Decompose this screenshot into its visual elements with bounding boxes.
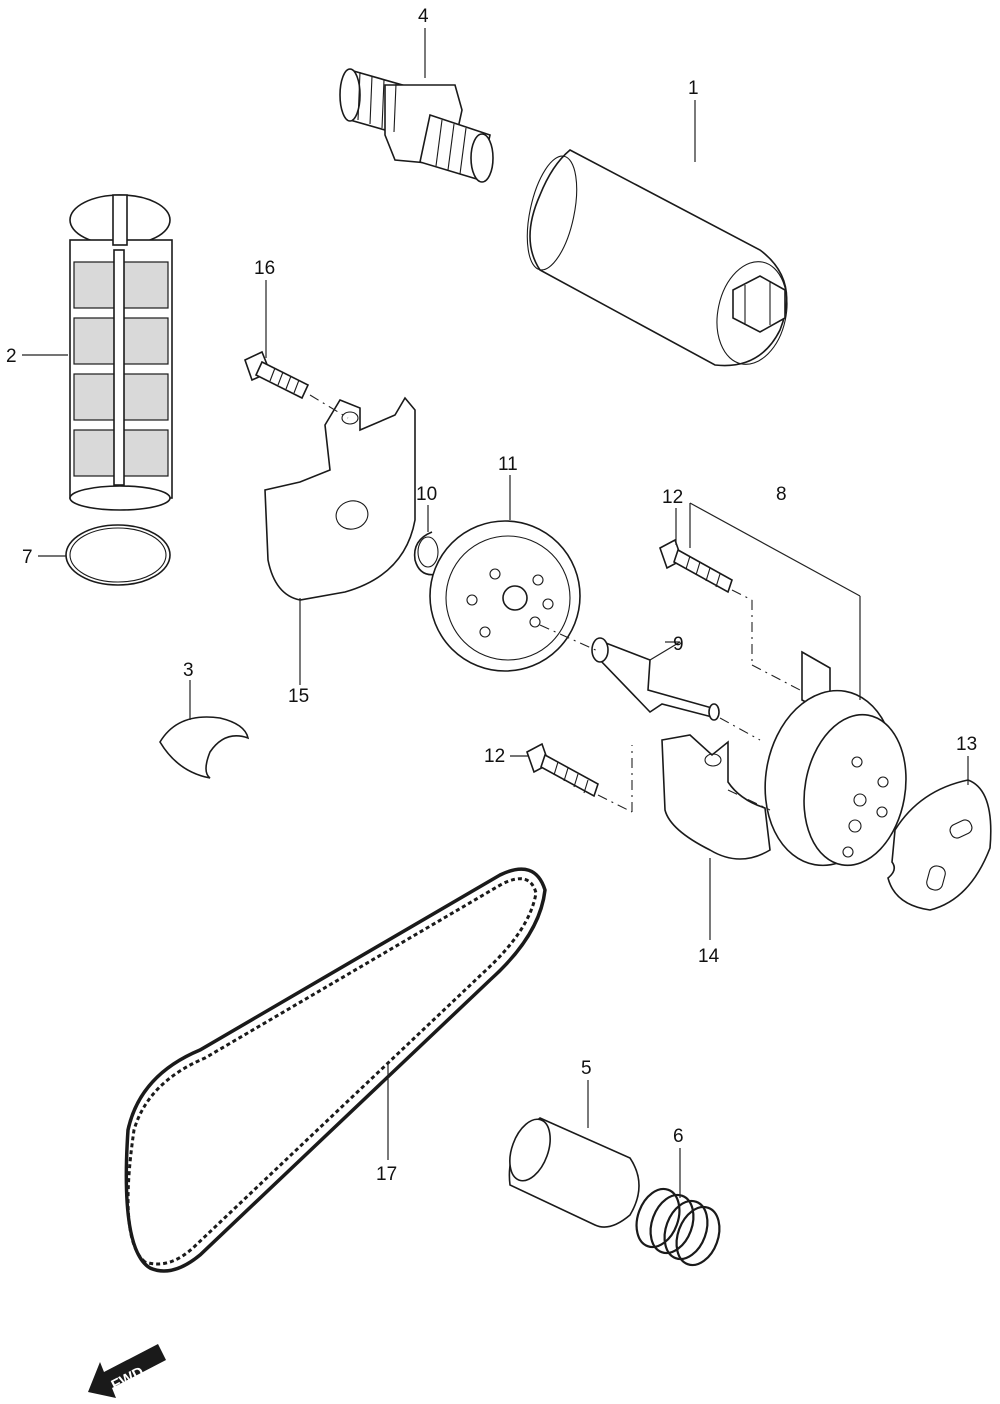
part-9-shaft [591, 637, 720, 721]
part-15-cover [264, 396, 416, 601]
part-10-circlip [413, 531, 439, 576]
part-16-bolt [244, 350, 310, 400]
callout-12-upper: 12 [662, 487, 683, 508]
part-7-o-ring [65, 524, 171, 586]
callout-15: 15 [288, 686, 309, 707]
part-13-gasket [887, 779, 992, 911]
part-14-bracket [661, 734, 771, 860]
part-6-spring [635, 1187, 721, 1267]
part-12-bolt-upper [659, 538, 733, 594]
callout-17: 17 [376, 1164, 397, 1185]
callout-8: 8 [776, 484, 787, 505]
part-1-oil-filter [526, 149, 788, 367]
part-12-bolt-lower [526, 742, 599, 798]
part-4-fitting [339, 68, 494, 183]
callout-labels: 4 1 2 7 3 16 15 10 11 9 12 8 12 13 14 17… [6, 6, 977, 1185]
part-3-crescent-plate [159, 716, 250, 779]
callout-2: 2 [6, 346, 17, 367]
assembly-lines [309, 394, 801, 813]
callout-5: 5 [581, 1058, 592, 1079]
callout-14: 14 [698, 946, 720, 967]
callout-11: 11 [498, 454, 518, 475]
part-11-sprocket [429, 520, 581, 672]
callout-7: 7 [22, 547, 33, 568]
callout-10: 10 [416, 484, 437, 505]
part-17-chain [124, 867, 547, 1273]
callout-13: 13 [956, 734, 977, 755]
part-8-oil-pump [764, 650, 907, 867]
fwd-arrow-icon: FWD [88, 1344, 166, 1398]
callout-4: 4 [418, 6, 429, 27]
part-5-sleeve [508, 1117, 640, 1228]
callout-3: 3 [183, 660, 194, 681]
callout-1: 1 [688, 78, 699, 99]
callout-6: 6 [673, 1126, 684, 1147]
callout-16: 16 [254, 258, 275, 279]
part-2-strainer [69, 194, 173, 511]
callout-9: 9 [673, 634, 684, 655]
callout-12-lower: 12 [484, 746, 505, 767]
leader-lines [22, 28, 969, 1198]
